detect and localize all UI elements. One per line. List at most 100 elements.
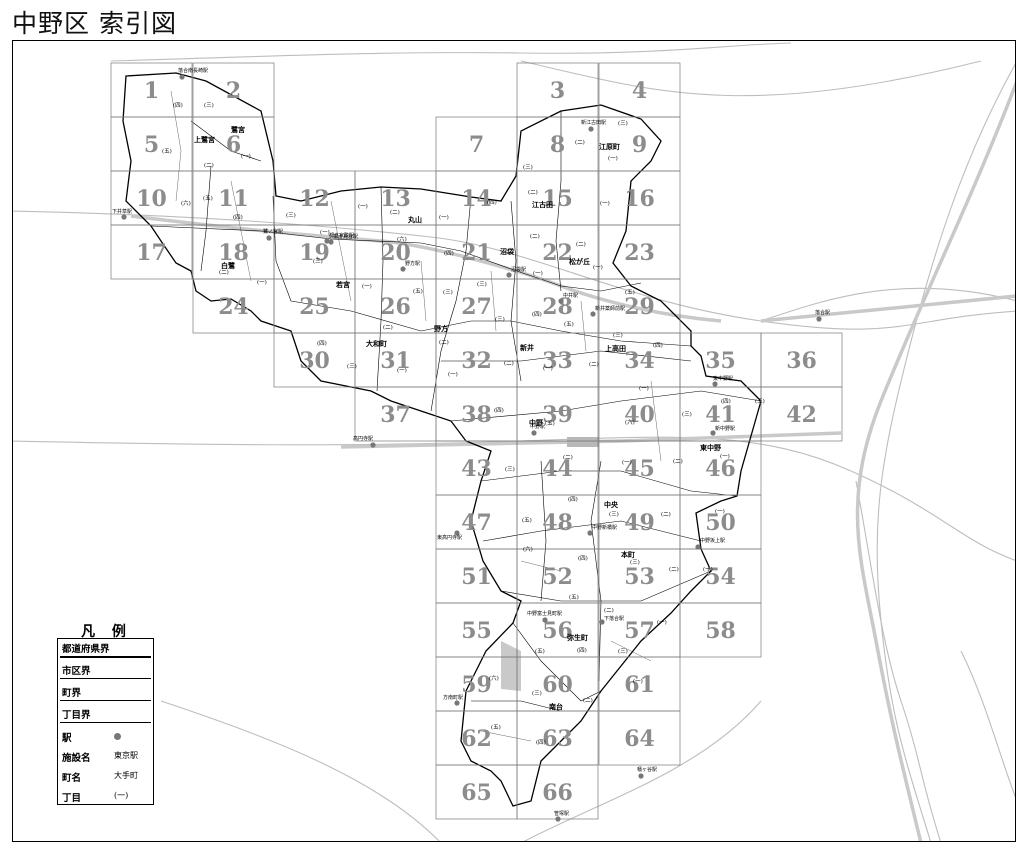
grid-number[interactable]: 59 bbox=[461, 672, 492, 698]
grid-number[interactable]: 54 bbox=[705, 564, 736, 590]
grid-number[interactable]: 20 bbox=[380, 240, 411, 266]
grid-number[interactable]: 51 bbox=[461, 564, 492, 590]
grid-number[interactable]: 4 bbox=[632, 78, 647, 104]
grid-number[interactable]: 46 bbox=[705, 456, 736, 482]
grid-number[interactable]: 64 bbox=[624, 726, 655, 752]
grid-number[interactable]: 32 bbox=[461, 348, 492, 374]
station-dot[interactable] bbox=[555, 816, 561, 822]
town-name[interactable]: 沼袋 bbox=[500, 247, 515, 256]
grid-number[interactable]: 41 bbox=[705, 402, 736, 428]
grid-number[interactable]: 10 bbox=[136, 186, 167, 212]
station-name[interactable]: 笹塚駅 bbox=[554, 810, 569, 817]
station-name[interactable]: 東中野駅 bbox=[713, 375, 733, 382]
town-name[interactable]: 新井 bbox=[520, 343, 534, 352]
grid-number[interactable]: 66 bbox=[542, 780, 573, 806]
town-name[interactable]: 江古田 bbox=[532, 200, 553, 209]
station-dot[interactable] bbox=[558, 298, 564, 304]
grid-number[interactable]: 38 bbox=[461, 402, 492, 428]
station-name[interactable]: 中野新橋駅 bbox=[592, 524, 617, 531]
station-name[interactable]: 新井薬師前駅 bbox=[595, 305, 625, 312]
grid-number[interactable]: 1 bbox=[144, 78, 159, 104]
town-name[interactable]: 白鷺 bbox=[221, 261, 236, 270]
grid-number[interactable]: 48 bbox=[542, 510, 573, 536]
grid-number[interactable]: 22 bbox=[542, 240, 573, 266]
grid-number[interactable]: 30 bbox=[299, 348, 330, 374]
station-dot[interactable] bbox=[531, 430, 537, 436]
grid-number[interactable]: 49 bbox=[624, 510, 655, 536]
grid-number[interactable]: 61 bbox=[624, 672, 655, 698]
grid-number[interactable]: 5 bbox=[144, 132, 159, 158]
grid-number[interactable]: 12 bbox=[299, 186, 330, 212]
grid-number[interactable]: 45 bbox=[624, 456, 655, 482]
station-name[interactable]: 中井駅 bbox=[563, 292, 578, 299]
station-dot[interactable] bbox=[816, 316, 822, 322]
grid-number[interactable]: 40 bbox=[624, 402, 655, 428]
town-name[interactable]: 大和町 bbox=[366, 339, 387, 348]
station-name[interactable]: 高円寺駅 bbox=[353, 435, 373, 442]
grid-number[interactable]: 43 bbox=[461, 456, 492, 482]
grid-cell[interactable] bbox=[679, 602, 762, 658]
station-name[interactable]: 野方駅 bbox=[405, 260, 420, 267]
grid-number[interactable]: 34 bbox=[624, 348, 655, 374]
station-name[interactable]: 沼袋駅 bbox=[511, 266, 526, 273]
grid-number[interactable]: 24 bbox=[218, 294, 249, 320]
station-name[interactable]: 都立家政駅 bbox=[329, 232, 354, 239]
station-dot[interactable] bbox=[324, 238, 330, 244]
station-name[interactable]: 富士見台駅 bbox=[333, 233, 358, 240]
town-name[interactable]: 丸山 bbox=[407, 215, 422, 224]
grid-number[interactable]: 14 bbox=[461, 186, 492, 212]
station-name[interactable]: 幡ヶ谷駅 bbox=[637, 766, 657, 773]
grid-number[interactable]: 65 bbox=[461, 780, 492, 806]
grid-number[interactable]: 26 bbox=[380, 294, 411, 320]
grid-number[interactable]: 31 bbox=[380, 348, 411, 374]
grid-number[interactable]: 7 bbox=[469, 132, 484, 158]
station-dot[interactable] bbox=[400, 266, 406, 272]
grid-number[interactable]: 60 bbox=[542, 672, 573, 698]
grid-number[interactable]: 29 bbox=[624, 294, 655, 320]
grid-number[interactable]: 23 bbox=[624, 240, 655, 266]
grid-number[interactable]: 36 bbox=[786, 348, 817, 374]
station-dot[interactable] bbox=[266, 235, 272, 241]
grid-number[interactable]: 25 bbox=[299, 294, 330, 320]
station-dot[interactable] bbox=[590, 311, 596, 317]
town-name[interactable]: 上高田 bbox=[605, 344, 626, 353]
grid-number[interactable]: 15 bbox=[542, 186, 573, 212]
town-name[interactable]: 東中野 bbox=[700, 443, 721, 452]
grid-number[interactable]: 13 bbox=[380, 186, 411, 212]
grid-number[interactable]: 6 bbox=[226, 132, 241, 158]
grid-number[interactable]: 62 bbox=[461, 726, 492, 752]
grid-number[interactable]: 16 bbox=[624, 186, 655, 212]
grid-number[interactable]: 35 bbox=[705, 348, 736, 374]
grid-number[interactable]: 28 bbox=[542, 294, 573, 320]
grid-number[interactable]: 47 bbox=[461, 510, 492, 536]
station-dot[interactable] bbox=[121, 214, 127, 220]
grid-cell[interactable] bbox=[760, 386, 843, 442]
station-dot[interactable] bbox=[454, 700, 460, 706]
station-dot[interactable] bbox=[695, 544, 701, 550]
grid-number[interactable]: 19 bbox=[299, 240, 330, 266]
grid-number[interactable]: 18 bbox=[218, 240, 249, 266]
town-name[interactable]: 本町 bbox=[620, 550, 635, 559]
station-dot[interactable] bbox=[179, 74, 185, 80]
station-dot[interactable] bbox=[506, 272, 512, 278]
town-name[interactable]: 野方 bbox=[434, 324, 448, 333]
grid-number[interactable]: 63 bbox=[542, 726, 573, 752]
station-name[interactable]: 落合駅 bbox=[815, 309, 830, 316]
station-dot[interactable] bbox=[638, 773, 644, 779]
grid-cell[interactable] bbox=[598, 710, 681, 766]
grid-number[interactable]: 50 bbox=[705, 510, 736, 536]
station-name[interactable]: 新中野駅 bbox=[715, 425, 735, 432]
town-name[interactable]: 中野 bbox=[529, 418, 543, 427]
grid-number[interactable]: 17 bbox=[136, 240, 167, 266]
town-name[interactable]: 上鷺宮 bbox=[194, 135, 215, 144]
station-name[interactable]: 新江古田駅 bbox=[581, 119, 606, 126]
town-name[interactable]: 若宮 bbox=[336, 280, 350, 289]
station-dot[interactable] bbox=[587, 530, 593, 536]
grid-number[interactable]: 42 bbox=[786, 402, 817, 428]
grid-number[interactable]: 9 bbox=[632, 132, 647, 158]
station-dot[interactable] bbox=[599, 619, 605, 625]
station-dot[interactable] bbox=[712, 381, 718, 387]
station-name[interactable]: 鷺ノ宮駅 bbox=[263, 228, 283, 235]
